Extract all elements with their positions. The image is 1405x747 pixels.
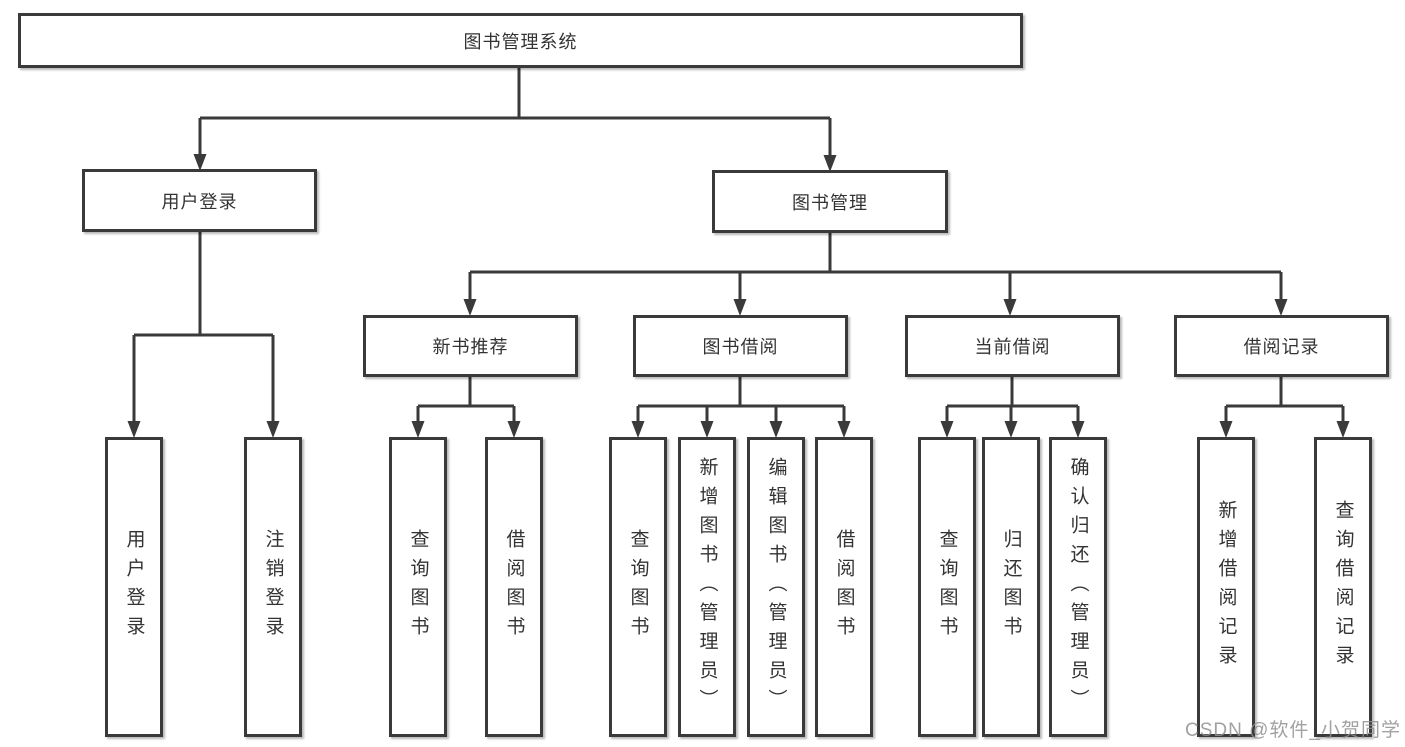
node-current-borrow-label: 当前借阅 — [974, 337, 1051, 357]
csdn-watermark: CSDN @软件_小贺同学 — [1185, 720, 1401, 741]
leaf-borrow-books-2: 借阅图书 — [815, 437, 873, 737]
leaf-borrow-books-1-label: 借阅图书 — [503, 529, 525, 645]
leaf-borrow-books-1: 借阅图书 — [485, 437, 543, 737]
leaf-query-books-1-label: 查询图书 — [407, 529, 429, 645]
node-current-borrow: 当前借阅 — [905, 315, 1120, 377]
leaf-query-borrow-record: 查询借阅记录 — [1314, 437, 1372, 737]
leaf-query-borrow-record-label: 查询借阅记录 — [1332, 500, 1354, 674]
leaf-return-books-label: 归还图书 — [1000, 529, 1022, 645]
node-user-login: 用户登录 — [82, 169, 317, 232]
leaf-query-books-3: 查询图书 — [918, 437, 976, 737]
node-new-book-recommend: 新书推荐 — [363, 315, 578, 377]
leaf-add-borrow-record-label: 新增借阅记录 — [1215, 500, 1237, 674]
leaf-query-books-2-label: 查询图书 — [627, 529, 649, 645]
node-book-management-label: 图书管理 — [792, 192, 868, 213]
node-borrow-records: 借阅记录 — [1174, 315, 1389, 377]
node-user-login-label: 用户登录 — [161, 191, 238, 212]
leaf-edit-book-admin: 编辑图书（管理员） — [747, 437, 805, 737]
node-book-borrow-label: 图书借阅 — [702, 337, 779, 357]
leaf-confirm-return-admin: 确认归还（管理员） — [1049, 437, 1107, 737]
leaf-user-login: 用户登录 — [105, 437, 163, 737]
leaf-add-borrow-record: 新增借阅记录 — [1197, 437, 1255, 737]
node-borrow-records-label: 借阅记录 — [1243, 337, 1320, 357]
leaf-add-book-admin-label: 新增图书（管理员） — [696, 456, 718, 718]
node-library-system-label: 图书管理系统 — [463, 31, 578, 52]
leaf-borrow-books-2-label: 借阅图书 — [833, 529, 855, 645]
node-book-management: 图书管理 — [712, 170, 948, 233]
leaf-logout-login-label: 注销登录 — [262, 529, 284, 645]
leaf-logout-login: 注销登录 — [244, 437, 302, 737]
leaf-confirm-return-admin-label: 确认归还（管理员） — [1067, 456, 1089, 718]
leaf-edit-book-admin-label: 编辑图书（管理员） — [765, 456, 787, 718]
leaf-user-login-label: 用户登录 — [123, 529, 145, 645]
node-book-borrow: 图书借阅 — [633, 315, 848, 377]
node-new-book-recommend-label: 新书推荐 — [432, 337, 509, 357]
node-library-system: 图书管理系统 — [18, 13, 1023, 68]
leaf-add-book-admin: 新增图书（管理员） — [678, 437, 736, 737]
leaf-query-books-2: 查询图书 — [609, 437, 667, 737]
leaf-query-books-3-label: 查询图书 — [936, 529, 958, 645]
leaf-return-books: 归还图书 — [982, 437, 1040, 737]
leaf-query-books-1: 查询图书 — [389, 437, 447, 737]
